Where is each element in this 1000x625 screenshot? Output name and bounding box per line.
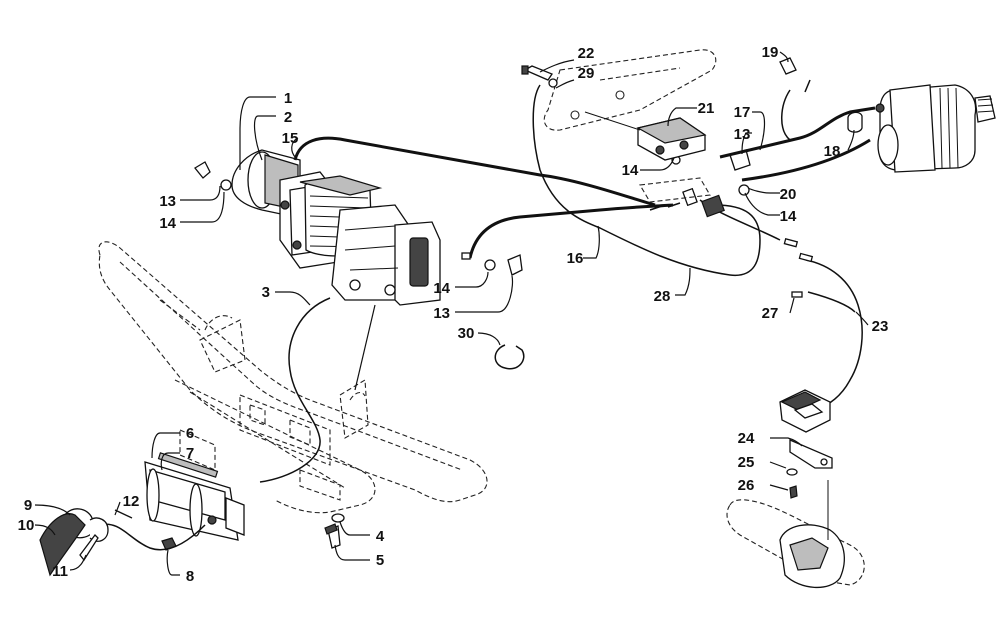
callout-12: 12 — [123, 493, 140, 510]
solenoid — [584, 111, 707, 161]
winch-gearbox — [331, 204, 441, 306]
callout-14-left: 14 — [159, 215, 176, 232]
solenoid-bracket — [543, 49, 717, 203]
callout-15: 15 — [282, 130, 299, 147]
callout-8: 8 — [186, 568, 194, 585]
callout-22: 22 — [578, 45, 595, 62]
callout-16: 16 — [567, 250, 584, 267]
starter-cables — [719, 79, 876, 182]
callout-24: 24 — [738, 430, 755, 447]
callout-9: 9 — [24, 497, 32, 514]
handlebar-grip — [726, 480, 865, 589]
callout-3: 3 — [262, 284, 270, 301]
handlebar-switch — [779, 389, 831, 433]
callout-20: 20 — [780, 186, 797, 203]
leader-lines — [34, 51, 869, 576]
callout-25: 25 — [738, 454, 755, 471]
callout-6: 6 — [186, 425, 194, 442]
callout-27: 27 — [762, 305, 779, 322]
callout-30: 30 — [458, 325, 475, 342]
callout-29: 29 — [578, 65, 595, 82]
callout-labels: 1 2 3 4 5 6 7 8 9 10 11 12 13 13 13 14 1… — [18, 44, 889, 585]
callout-21: 21 — [698, 100, 715, 117]
cable-clip — [494, 344, 525, 370]
switch-bracket — [786, 439, 833, 499]
winch-cable-lead — [259, 297, 331, 483]
callout-26: 26 — [738, 477, 755, 494]
starter-motor — [779, 57, 996, 173]
callout-4: 4 — [376, 528, 385, 545]
callout-13-left: 13 — [159, 193, 176, 210]
callout-13-right: 13 — [734, 126, 751, 143]
fairlead — [144, 452, 245, 551]
callout-1: 1 — [284, 90, 292, 107]
screw-22 — [521, 65, 558, 88]
callout-14-mid: 14 — [433, 280, 450, 297]
callout-18: 18 — [824, 143, 841, 160]
callout-5: 5 — [376, 552, 384, 569]
callout-10: 10 — [18, 517, 35, 534]
bolt-washer — [324, 513, 345, 549]
callout-19: 19 — [762, 44, 779, 61]
callout-14-right: 14 — [780, 208, 797, 225]
hook — [39, 508, 206, 577]
callout-11: 11 — [52, 563, 68, 580]
callout-13-mid: 13 — [433, 305, 450, 322]
callout-17: 17 — [734, 104, 751, 121]
winch-assembly — [231, 149, 441, 306]
callout-28: 28 — [654, 288, 671, 305]
callout-2: 2 — [284, 109, 292, 126]
battery-cable — [293, 136, 681, 259]
callout-23: 23 — [872, 318, 889, 335]
callout-14-solenoid: 14 — [622, 162, 639, 179]
callout-7: 7 — [186, 445, 194, 462]
